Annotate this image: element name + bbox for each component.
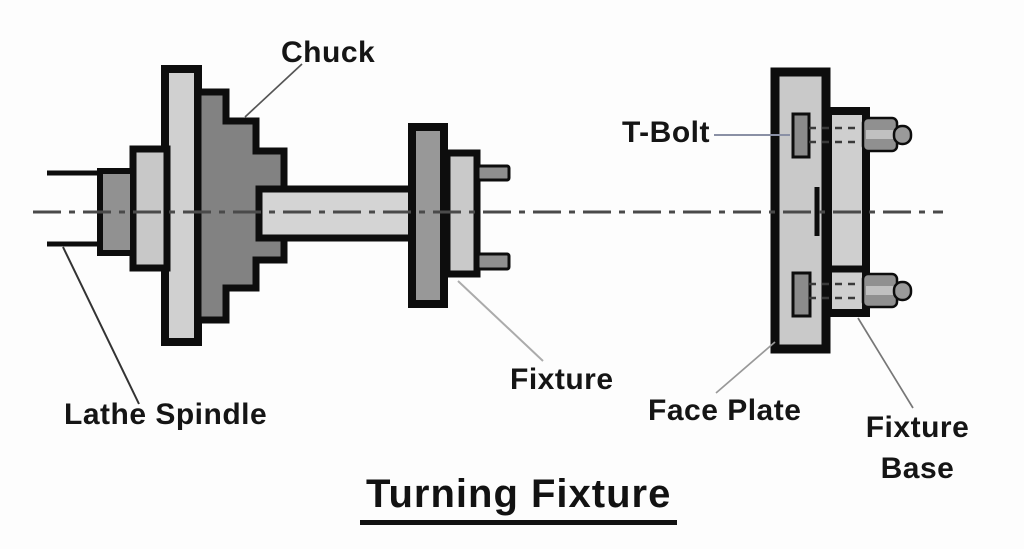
- t-bolt-bottom: [791, 271, 812, 318]
- fixture-plate: [408, 123, 448, 308]
- bolt-bottom-tip: [892, 280, 913, 302]
- t-bolt-label: T-Bolt: [622, 116, 710, 149]
- bolt-bottom-stripe: [866, 286, 896, 295]
- fixture-label: Fixture: [510, 363, 614, 396]
- fixture-leader-line: [457, 280, 544, 362]
- lathe-spindle-leader-line: [62, 246, 140, 405]
- face-plate-leader-line: [715, 341, 776, 394]
- bolt-top-stripe: [866, 130, 896, 139]
- fixture-base-label: Fixture Base: [865, 411, 970, 485]
- chuck-body: [194, 88, 288, 324]
- diagram-title: Turning Fixture: [360, 472, 678, 525]
- fixture-stud-bottom: [476, 252, 511, 271]
- bolt-bottom: [861, 272, 913, 309]
- chuck-label: Chuck: [281, 36, 376, 69]
- spindle-flange: [129, 145, 171, 272]
- bolt-top-tip: [892, 124, 913, 146]
- fixture-stud-top: [476, 164, 511, 182]
- hidden-lines: [809, 126, 861, 300]
- t-bolt-top: [791, 112, 811, 159]
- chuck-leader-line: [244, 63, 303, 118]
- bolt-top: [861, 116, 913, 153]
- lathe-spindle-label: Lathe Spindle: [64, 398, 268, 431]
- fixture-base-leader-line: [857, 317, 914, 409]
- face-plate-label: Face Plate: [648, 394, 802, 427]
